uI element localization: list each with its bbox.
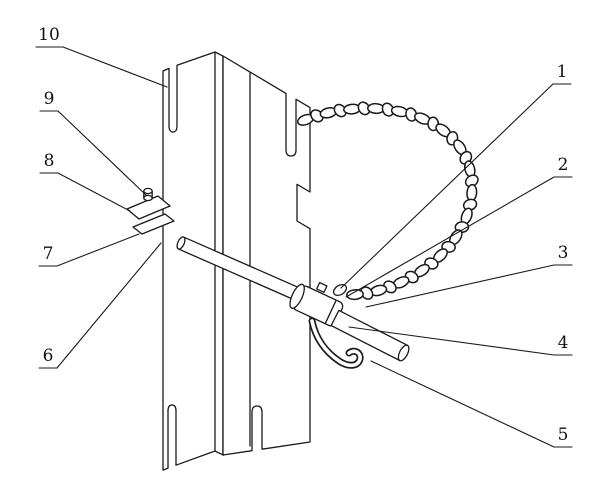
through-rod-end-cap — [176, 236, 186, 250]
leader-line-2 — [345, 176, 555, 298]
post — [162, 51, 311, 471]
leader-line-3 — [365, 264, 555, 308]
tensioner-handle — [308, 317, 364, 369]
callout-numbers: 10 9 8 7 6 1 2 3 4 5 — [38, 25, 568, 445]
leader-line-4 — [348, 326, 555, 356]
leader-line-6 — [56, 242, 162, 369]
post-right-face — [222, 55, 311, 456]
leader-line-8 — [57, 172, 131, 212]
clamp-bolt-head — [143, 187, 153, 195]
callout-8: 8 — [44, 151, 55, 171]
output-rod-end-cap — [397, 344, 410, 362]
callout-10: 10 — [38, 25, 60, 45]
output-rod — [330, 309, 410, 362]
leader-line-10 — [62, 46, 168, 88]
through-rod — [176, 236, 327, 312]
callout-5: 5 — [558, 425, 569, 445]
callout-2: 2 — [558, 155, 569, 175]
leader-line-1 — [340, 83, 554, 289]
callout-7: 7 — [43, 244, 54, 264]
tensioner-collar-line — [324, 300, 337, 324]
callout-4: 4 — [558, 333, 569, 353]
callout-underlines — [35, 46, 573, 448]
leader-lines — [56, 46, 555, 448]
callout-9: 9 — [44, 89, 55, 109]
leader-line-5 — [370, 360, 555, 448]
clamp-bolt-base — [143, 194, 153, 202]
chain-link — [346, 289, 364, 301]
callout-1: 1 — [557, 62, 568, 82]
shackle-link — [332, 283, 348, 297]
clamp-assembly — [126, 187, 175, 235]
callout-3: 3 — [558, 243, 569, 263]
tensioner-handle-fill — [310, 319, 362, 368]
clamp-bolt — [143, 187, 153, 202]
tensioner-assembly — [289, 281, 410, 369]
tensioner-barrel-end — [289, 283, 305, 309]
clamp-lower-jaw — [132, 213, 175, 235]
chain — [296, 101, 479, 301]
callout-6: 6 — [43, 346, 54, 366]
connector-nut — [316, 281, 328, 293]
leader-line-9 — [57, 110, 147, 196]
output-rod-body — [330, 309, 409, 362]
leader-line-7 — [56, 233, 140, 267]
